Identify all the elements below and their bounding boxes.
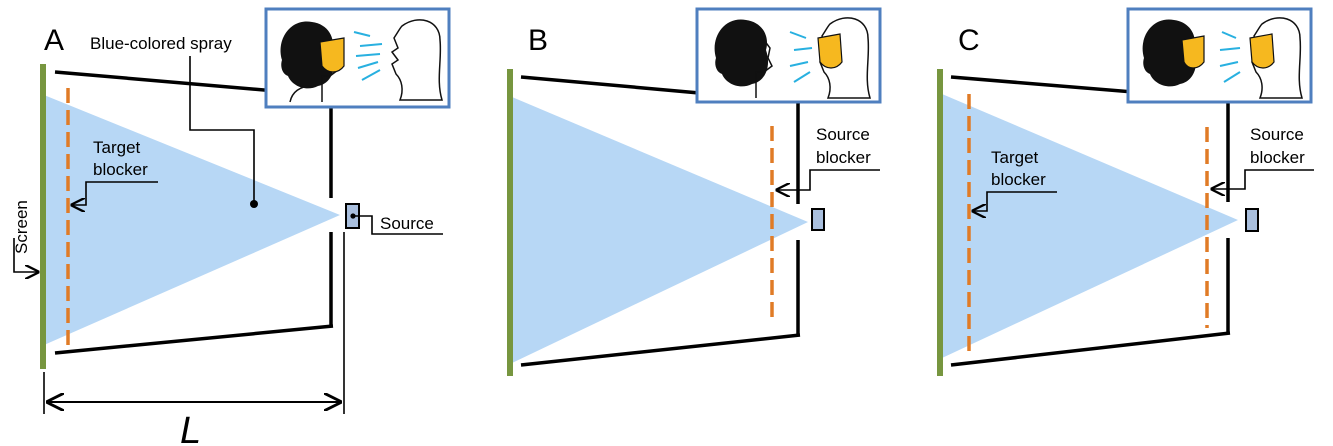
chamber-bottom-wall xyxy=(520,333,801,367)
panel-b: B Source blocker xyxy=(507,7,882,376)
person-curly-hair xyxy=(280,21,335,89)
chamber-bottom-wall xyxy=(950,331,1231,367)
target-blocker-label-line1: Target xyxy=(991,148,1039,167)
mask-icon-2 xyxy=(1249,33,1275,69)
screen-arrow xyxy=(13,238,38,272)
source-blocker-arrow xyxy=(1212,169,1314,189)
spray-source xyxy=(1245,208,1259,232)
source-blocker-label-line2: blocker xyxy=(1250,148,1305,167)
source-leader xyxy=(353,215,443,235)
mask-icon xyxy=(319,37,345,73)
mask-icon xyxy=(1181,35,1205,69)
target-blocker-label-line1: Target xyxy=(93,138,141,157)
mask-icon xyxy=(817,33,843,69)
person-outline xyxy=(390,19,444,101)
target-blocker-label-line2: blocker xyxy=(991,170,1046,189)
panel-letter-b: B xyxy=(528,24,548,57)
source-blocker-arrow xyxy=(777,169,880,190)
spray-source xyxy=(811,208,825,231)
source-blocker-label-line2: blocker xyxy=(816,148,871,167)
spray-cone xyxy=(942,94,1238,358)
dimension-label: L xyxy=(180,410,201,446)
inset-c xyxy=(1126,7,1313,104)
source-blocker-label-line1: Source xyxy=(816,125,870,144)
spray-label: Blue-colored spray xyxy=(90,34,232,53)
panel-letter-a: A xyxy=(44,24,64,57)
inset-a xyxy=(264,7,451,109)
chamber-bottom-wall xyxy=(54,324,334,355)
spray-dot xyxy=(250,200,258,208)
spray-cone xyxy=(512,97,808,363)
source-label: Source xyxy=(380,214,434,233)
spray-cone xyxy=(44,95,340,345)
panel-letter-c: C xyxy=(958,24,980,57)
panel-a: A Source Blue-colored spray Target block… xyxy=(12,7,451,446)
person-curly-hair xyxy=(1142,19,1197,87)
panel-c: C Target blocker Source blocker xyxy=(937,7,1314,376)
spray-leader xyxy=(189,56,255,204)
target-blocker-label-line2: blocker xyxy=(93,160,148,179)
target-blocker-arrow xyxy=(72,181,158,205)
screen-label: Screen xyxy=(12,200,31,254)
inset-b xyxy=(695,7,882,104)
target-blocker-arrow xyxy=(973,191,1057,211)
person-curly-hair xyxy=(714,19,769,87)
source-blocker-label-line1: Source xyxy=(1250,125,1304,144)
